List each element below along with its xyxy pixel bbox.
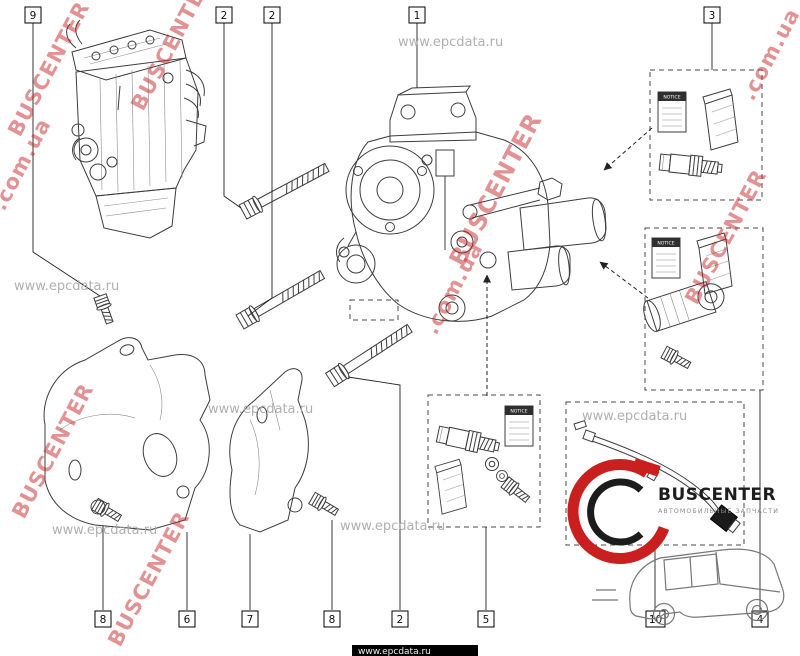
- sensor-drawing: [658, 151, 724, 179]
- watermark-epcdata: www.epcdata.ru: [398, 35, 503, 50]
- logo-name-text: BUSCENTER: [658, 485, 776, 505]
- mounting-bolt-drawing-c: [324, 320, 416, 389]
- callout-8-a[interactable]: 8: [94, 610, 112, 628]
- callout-label: 9: [30, 10, 37, 22]
- bracket-drawing-6: [43, 337, 211, 531]
- kit-box-10: [565, 401, 745, 546]
- bracket-bolt-drawing-9: [92, 292, 118, 326]
- footer-watermark-bar: www.epcdata.ru: [352, 645, 478, 656]
- callout-label: 6: [184, 614, 191, 626]
- callout-label: 8: [329, 614, 336, 626]
- watermark-epcdata: www.epcdata.ru: [582, 409, 687, 424]
- callout-label: 2: [397, 614, 404, 626]
- small-bolt-drawing-8b: [307, 491, 341, 520]
- leader-lines: [32, 23, 761, 610]
- fuel-pipe-drawing: [593, 435, 722, 515]
- buscenter-logo: BUSCENTER АВТОМОБИЛЬНЫЕ ЗАПЧАСТИ: [567, 458, 785, 626]
- callout-3[interactable]: 3: [703, 6, 721, 24]
- watermark-buscenter: .com.ua: [736, 4, 800, 104]
- callout-2-a[interactable]: 2: [215, 6, 233, 24]
- bracket-drawing-7: [229, 368, 309, 533]
- logo-tagline-text: АВТОМОБИЛЬНЫЕ ЗАПЧАСТИ: [658, 508, 779, 515]
- callout-2-b[interactable]: 2: [263, 6, 281, 24]
- callout-6[interactable]: 6: [178, 610, 196, 628]
- kit-bolt-drawing: [659, 344, 694, 373]
- callout-5[interactable]: 5: [477, 610, 495, 628]
- kit-box-4: [643, 227, 764, 391]
- callout-2-c[interactable]: 2: [391, 610, 409, 628]
- pump-detail-dashed-box: [349, 299, 399, 321]
- callout-9[interactable]: 9: [24, 6, 42, 24]
- pipe-end-fitting-drawing: [582, 429, 597, 443]
- footer-watermark-text: www.epcdata.ru: [358, 647, 431, 656]
- watermark-buscenter: BUSCENTER: [3, 0, 94, 140]
- watermark-epcdata: www.epcdata.ru: [340, 519, 445, 534]
- pipe-connector-drawing: [709, 504, 741, 534]
- callout-8-b[interactable]: 8: [323, 610, 341, 628]
- watermark-epcdata: www.epcdata.ru: [208, 402, 313, 417]
- callout-label: 1: [414, 10, 421, 22]
- callout-label: 7: [247, 614, 254, 626]
- small-bolt-drawing-8a: [90, 497, 124, 526]
- injection-pump-drawing: [336, 85, 607, 322]
- pipe-clip-drawing: [573, 419, 587, 431]
- engine-drawing: [66, 19, 207, 239]
- reference-arrows: [483, 127, 653, 396]
- logo-flag-mark: [632, 458, 661, 477]
- parts-bag-drawing: [434, 458, 467, 515]
- callout-1[interactable]: 1: [408, 6, 426, 24]
- watermark-epcdata: www.epcdata.ru: [52, 523, 157, 538]
- washer-drawing: [485, 457, 499, 471]
- watermark-buscenter: BUSCENTER.com.ua: [126, 0, 265, 114]
- mounting-bolt-drawing-a: [238, 158, 332, 221]
- callout-label: 2: [221, 10, 228, 22]
- van-drawing: [592, 548, 785, 626]
- callout-label: 8: [100, 614, 107, 626]
- sensor-drawing: [435, 423, 502, 458]
- kit-box-3: [649, 69, 763, 201]
- callout-7[interactable]: 7: [241, 610, 259, 628]
- callout-label: 5: [483, 614, 490, 626]
- epcdata-watermarks: www.epcdata.ru www.epcdata.ru www.epcdat…: [14, 35, 687, 538]
- parts-bag-drawing: [702, 88, 739, 151]
- mounting-bolt-drawing-b: [235, 266, 328, 331]
- watermark-epcdata: www.epcdata.ru: [14, 279, 119, 294]
- watermark-buscenter: BUSCENTER: [7, 379, 98, 522]
- logo-crescent-mark: [567, 458, 670, 564]
- notice-booklet-drawing: [651, 237, 681, 279]
- kit-box-5: [427, 394, 541, 528]
- notice-booklet-drawing: [657, 91, 687, 133]
- callout-label: 3: [709, 10, 716, 22]
- cylinder-part-drawing: [643, 280, 725, 332]
- callout-label: 2: [269, 10, 276, 22]
- notice-booklet-drawing: [504, 405, 534, 447]
- washer-drawing: [496, 470, 508, 482]
